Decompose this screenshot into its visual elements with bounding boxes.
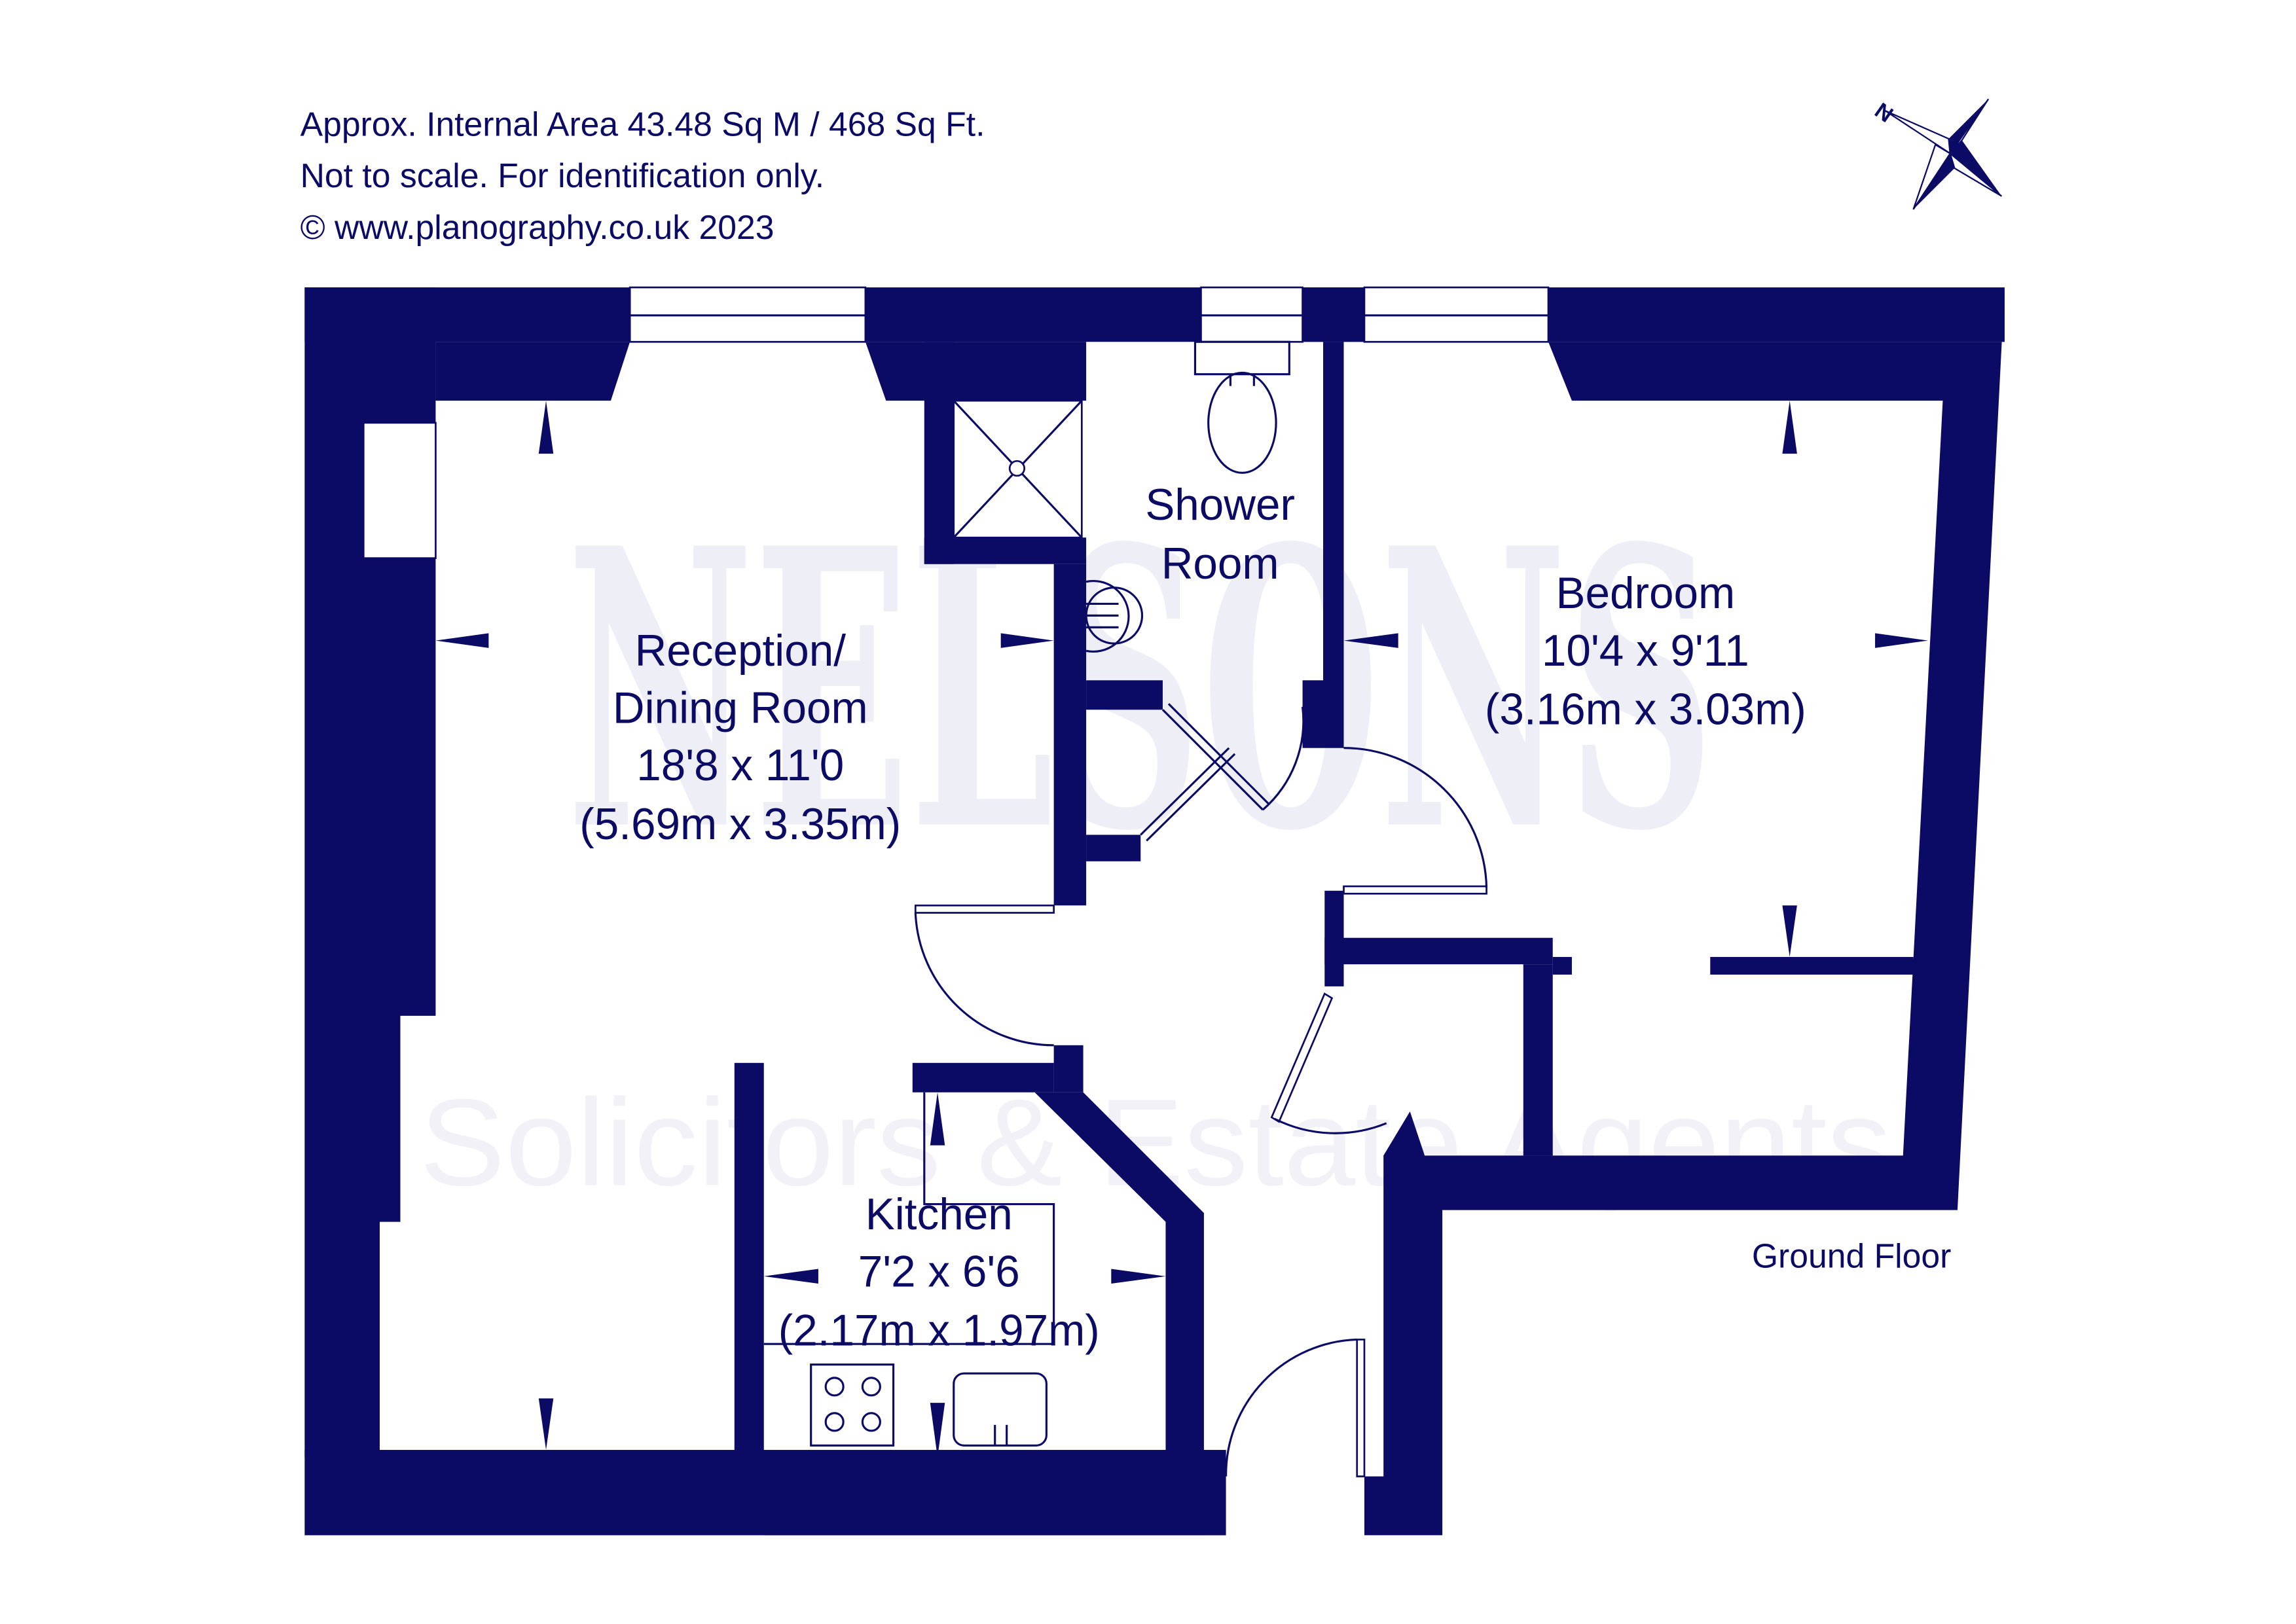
svg-text:Kitchen: Kitchen — [866, 1190, 1013, 1239]
header-notes: Approx. Internal Area 43.48 Sq M / 468 S… — [301, 105, 985, 246]
room-label-kitchen: Kitchen 7'2 x 6'6 (2.17m x 1.97m) — [778, 1190, 1100, 1356]
svg-text:Dining Room: Dining Room — [613, 683, 868, 732]
sink-icon — [953, 1372, 1048, 1447]
kitchen-worktop — [763, 1092, 1055, 1345]
svg-text:Room: Room — [1161, 539, 1279, 588]
room-label-shower: Shower Room — [1145, 480, 1295, 588]
svg-text:(3.16m x 3.03m): (3.16m x 3.03m) — [1485, 685, 1806, 734]
basin-icon — [1085, 579, 1144, 653]
toilet-icon — [1194, 340, 1290, 474]
north-label: N — [1870, 98, 1898, 128]
svg-text:(2.17m x 1.97m): (2.17m x 1.97m) — [778, 1306, 1100, 1355]
hob-icon — [810, 1363, 895, 1447]
copyright-text: © www.planography.co.uk 2023 — [301, 208, 774, 246]
door-reception — [914, 904, 1055, 1047]
compass-icon: N — [1870, 98, 2003, 210]
svg-text:7'2 x 6'6: 7'2 x 6'6 — [858, 1248, 1020, 1297]
door-bedroom — [1343, 747, 1488, 895]
room-label-reception: Reception/ Dining Room 18'8 x 11'0 (5.69… — [579, 626, 901, 849]
windows — [362, 286, 1550, 560]
svg-text:10'4 x 9'11: 10'4 x 9'11 — [1542, 626, 1749, 676]
svg-text:18'8 x 11'0: 18'8 x 11'0 — [636, 741, 844, 790]
door-cupboard — [1270, 992, 1387, 1134]
shower-tray-icon — [953, 399, 1083, 539]
fixtures — [763, 340, 1290, 1447]
walls — [304, 287, 2005, 1543]
door-entrance — [1225, 1338, 1366, 1477]
svg-text:(5.69m x 3.35m): (5.69m x 3.35m) — [579, 800, 901, 849]
scale-note: Not to scale. For identification only. — [301, 156, 825, 194]
svg-text:Shower: Shower — [1145, 480, 1295, 530]
window-side — [362, 422, 437, 560]
room-label-bedroom: Bedroom 10'4 x 9'11 (3.16m x 3.03m) — [1485, 569, 1806, 734]
floor-label: Ground Floor — [1752, 1236, 1952, 1274]
area-text: Approx. Internal Area 43.48 Sq M / 468 S… — [301, 105, 985, 143]
dimension-arrows — [435, 401, 1928, 1458]
svg-text:Reception/: Reception/ — [635, 626, 847, 676]
doors — [914, 703, 1488, 1477]
svg-text:Bedroom: Bedroom — [1556, 569, 1736, 618]
door-shower — [1140, 703, 1305, 842]
